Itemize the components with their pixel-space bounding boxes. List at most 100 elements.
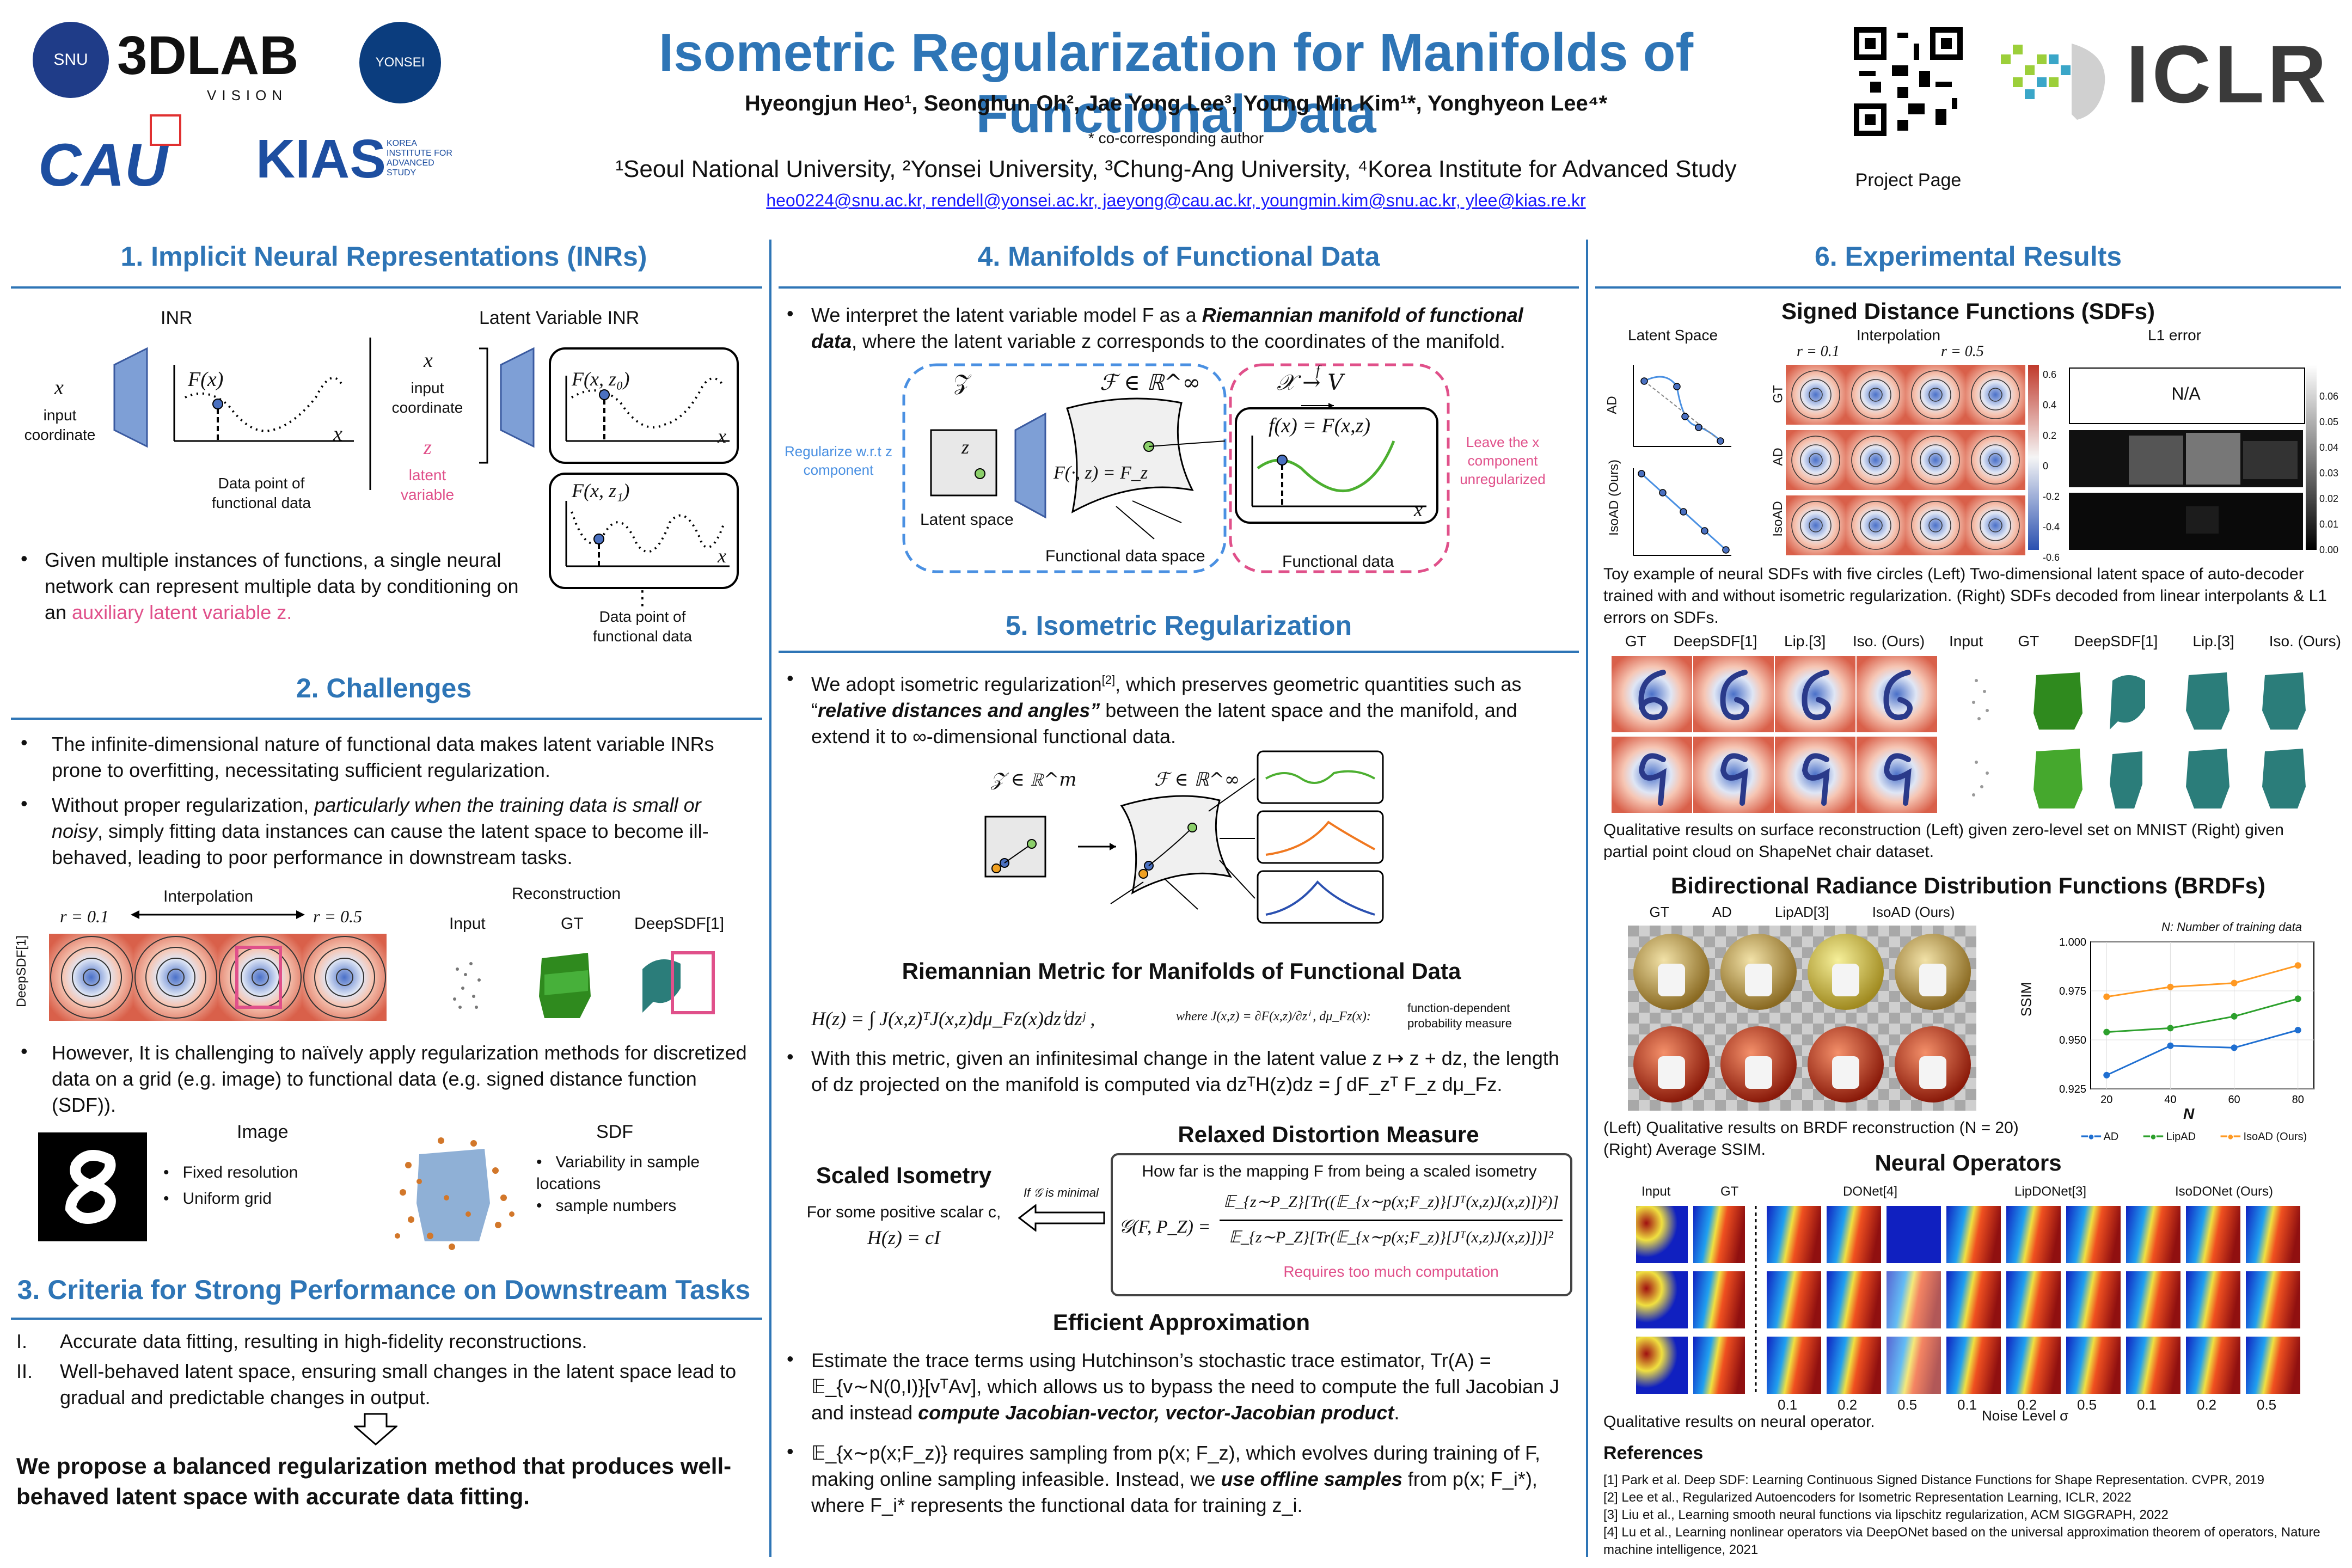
sec5-b3-a: Estimate the trace terms using Hutchinso… bbox=[811, 1349, 1560, 1424]
kias-logo-sub: KOREA INSTITUTE FOR ADVANCED STUDY bbox=[387, 139, 452, 177]
sec2-b2-a: Without proper regularization, bbox=[52, 794, 315, 816]
series-point bbox=[2103, 1028, 2110, 1036]
g-denominator: 𝔼_{z∼P_Z}[Tr(𝔼_{x∼p(x;F_z)}[Jᵀ(x,z)J(x,z… bbox=[1229, 1228, 1553, 1246]
g-numerator: 𝔼_{z∼P_Z}[Tr((𝔼_{x∼p(x;F_z)}[Jᵀ(x,z)J(x,… bbox=[1223, 1193, 1559, 1211]
ssim-legend: ━●━ AD ━●━ LipAD ━●━ IsoAD (Ours) bbox=[2069, 1130, 2319, 1143]
inr-input-coord: input coordinate bbox=[24, 407, 96, 443]
si-title: Scaled Isometry bbox=[816, 1162, 992, 1188]
latent-row-isoad: IsoAD (Ours) bbox=[1607, 459, 1621, 536]
panel1-x: x bbox=[718, 545, 726, 567]
authors: Hyeongjun Heo¹, Seonghun Oh², Jae Yong L… bbox=[744, 91, 1608, 115]
series-point bbox=[2294, 1027, 2301, 1033]
ref-1: [1] Park et al. Deep SDF: Learning Conti… bbox=[1603, 1473, 2265, 1487]
bullet-dot: • bbox=[787, 1347, 794, 1370]
y-tick-label: 1.000 bbox=[2059, 936, 2086, 948]
qr-code[interactable] bbox=[1854, 27, 1963, 136]
cau-logo: CAU bbox=[38, 132, 168, 199]
emails[interactable]: heo0224@snu.ac.kr, rendell@yonsei.ac.kr,… bbox=[766, 191, 1586, 210]
latent-inr-label: Latent Variable INR bbox=[479, 308, 640, 328]
kias-logo: KIAS bbox=[256, 128, 386, 189]
poster-title: Isometric Regularization for Manifolds o… bbox=[658, 22, 1694, 144]
sec5-rule bbox=[779, 651, 1579, 653]
x-tick-label: 20 bbox=[2100, 1094, 2112, 1106]
brdf-renders bbox=[1628, 926, 1976, 1111]
recon-gt-label: GT bbox=[561, 915, 584, 933]
iso-Finf: ℱ ∈ ℝ^∞ bbox=[1154, 769, 1240, 791]
sdf-bullet-1: • sample numbers bbox=[536, 1197, 677, 1215]
manifold-Fz: F(·, z) = F_z bbox=[1054, 463, 1148, 483]
y-tick-label: 0.925 bbox=[2059, 1083, 2086, 1095]
image-label: Image bbox=[237, 1122, 289, 1142]
series-point bbox=[2231, 1013, 2238, 1020]
latent-space-col: Latent Space bbox=[1628, 327, 1718, 344]
cau-logo-mark bbox=[150, 114, 181, 146]
mnist-results bbox=[1612, 656, 1937, 813]
sec4-b1-c: , where the latent variable z correspond… bbox=[852, 330, 1505, 352]
sec1-bullet-text: Given multiple instances of functions, a… bbox=[45, 549, 519, 623]
ssim-ylabel: SSIM bbox=[2018, 982, 2035, 1017]
no-head-input: Input bbox=[1641, 1184, 1671, 1199]
legend-ad: ━●━ AD bbox=[2081, 1131, 2119, 1143]
manifold-fx-eq: f(x) = F(x,z) bbox=[1269, 414, 1371, 437]
sdf-section-title: Signed Distance Functions (SDFs) bbox=[1781, 298, 2155, 324]
image-bullet-1: • Uniform grid bbox=[163, 1190, 272, 1208]
manifold-F: ℱ ∈ ℝ^∞ bbox=[1100, 370, 1200, 395]
column-divider-1 bbox=[769, 240, 771, 1557]
recon-caption: Qualitative results on surface reconstru… bbox=[1603, 821, 2284, 861]
sec5-b4-c: from p(x; F_i*), where F_i* represents t… bbox=[811, 1468, 1538, 1516]
x-tick-label: 80 bbox=[2292, 1094, 2304, 1106]
sdf-label: SDF bbox=[596, 1122, 633, 1142]
rm-equation: H(z) = ∫ J(x,z)ᵀJ(x,z)dμ_Fz(x)dzⁱdzʲ , bbox=[811, 1008, 1095, 1030]
sec5-b4-a: 𝔼_{x∼p(x;F_z)} requires sampling from p(… bbox=[811, 1442, 1540, 1490]
interp-label: Interpolation bbox=[163, 887, 254, 905]
recon-input-label: Input bbox=[449, 915, 486, 933]
sec3-title: 3. Criteria for Strong Performance on Do… bbox=[17, 1275, 751, 1305]
manifold-f-over: f bbox=[1316, 363, 1320, 378]
sdf-row-ad: AD bbox=[1771, 448, 1786, 466]
bullet-dot: • bbox=[787, 302, 794, 324]
image-bullet-0: • Fixed resolution bbox=[163, 1163, 298, 1181]
latent-x-symbol: x bbox=[424, 349, 433, 372]
sdf-colorbar bbox=[2028, 365, 2039, 550]
ref-4: [4] Lu et al., Learning nonlinear operat… bbox=[1603, 1525, 2320, 1557]
leave-note: Leave the x component unregularized bbox=[1460, 434, 1546, 487]
iso-Zm: 𝒵 ∈ ℝ^m bbox=[991, 769, 1077, 791]
sdf-bullets: • Variability in sample locations • samp… bbox=[536, 1152, 716, 1217]
project-page-label: Project Page bbox=[1855, 170, 1962, 191]
affiliations: ¹Seoul National University, ²Yonsei Univ… bbox=[615, 156, 1737, 182]
brdf-title: Bidirectional Radiance Distribution Func… bbox=[1670, 873, 2266, 898]
sec5-b1-ref: [2] bbox=[1101, 673, 1116, 687]
sec2-b3: However, It is challenging to naïvely ap… bbox=[52, 1042, 747, 1116]
recon-deepsdf-label: DeepSDF[1] bbox=[634, 915, 725, 933]
sec5-b1: We adopt isometric regularization[2], wh… bbox=[811, 667, 1573, 750]
recon-label: Reconstruction bbox=[512, 885, 621, 903]
sec5-b1-a: We adopt isometric regularization bbox=[811, 673, 1102, 695]
ea-title: Efficient Approximation bbox=[1052, 1309, 1310, 1335]
l1-na-label: N/A bbox=[2171, 384, 2201, 403]
series-point bbox=[2167, 983, 2174, 990]
if-minimal: If 𝒢 is minimal bbox=[1024, 1186, 1099, 1199]
image-bullets: • Fixed resolution • Uniform grid bbox=[163, 1160, 298, 1212]
snu-logo: SNU bbox=[33, 22, 109, 98]
criteria-2: Well-behaved latent space, ensuring smal… bbox=[60, 1360, 737, 1408]
left-arrow-icon bbox=[1018, 1204, 1105, 1232]
series-line bbox=[2106, 997, 2299, 1033]
sec4-b1-b: Riemannian manifold of functional data bbox=[811, 304, 1523, 352]
conclusion: We propose a balanced regularization met… bbox=[16, 1453, 732, 1509]
iso-diagram bbox=[984, 750, 1384, 924]
series-point bbox=[2167, 1025, 2174, 1032]
bullet-dot: • bbox=[21, 1040, 28, 1062]
latent-space-label: Latent space bbox=[920, 511, 1014, 529]
func-data-label: Functional data bbox=[1282, 553, 1394, 571]
series-point bbox=[2294, 962, 2301, 969]
interp-arrow bbox=[131, 910, 305, 919]
fxz1-label: F(x, z₁) bbox=[572, 480, 630, 501]
column-divider-2 bbox=[1586, 240, 1588, 1557]
no-title: Neural Operators bbox=[1875, 1150, 2062, 1175]
series-point bbox=[2231, 1044, 2238, 1051]
lab-logo: 3DLAB bbox=[117, 25, 299, 86]
sdf-bullet-0: • Variability in sample locations bbox=[536, 1153, 700, 1193]
